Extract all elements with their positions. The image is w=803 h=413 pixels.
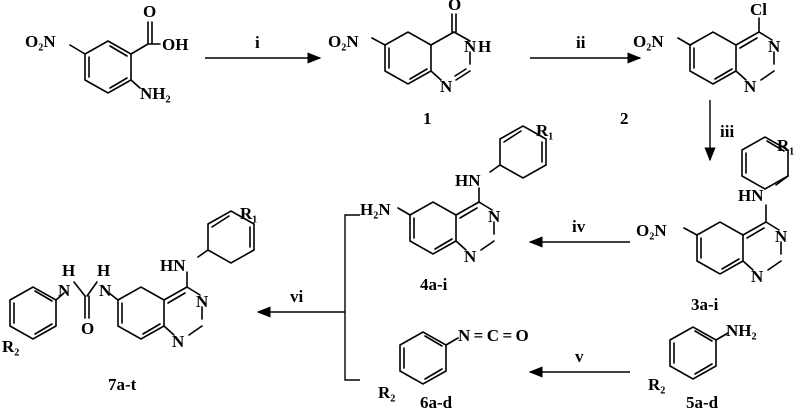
atom-label-R1: R₁ <box>536 121 553 140</box>
structure-compound-3 <box>683 136 789 275</box>
step-label-v: v <box>575 347 584 366</box>
atom-label-N: N <box>196 292 209 311</box>
compound-label-6a-d: 6a-d <box>420 393 453 412</box>
atom-label-N: N <box>172 332 185 351</box>
atom-label-R1: R₁ <box>777 136 794 155</box>
structure-starting-material <box>69 21 161 94</box>
step-label-iv: iv <box>572 217 586 236</box>
atom-label-N: N <box>744 77 757 96</box>
atom-label-OH: OH <box>162 35 188 54</box>
atom-label-H: H <box>62 261 75 280</box>
atom-label-HN: HN <box>455 171 481 190</box>
atom-label-N: N <box>768 37 781 56</box>
structure-compound-4 <box>397 125 547 255</box>
atom-label-O2N: O₂N <box>636 221 667 240</box>
atom-label-N: N <box>58 281 71 300</box>
atom-label-N: N <box>464 247 477 266</box>
atom-label-H: H <box>97 261 110 280</box>
structure-compound-2 <box>677 17 775 85</box>
compound-label-2: 2 <box>620 109 629 128</box>
atom-label-N: N <box>440 77 453 96</box>
atom-label-N: N <box>751 267 764 286</box>
compound-label-7a-t: 7a-t <box>108 375 137 394</box>
atom-label-O: O <box>448 0 461 14</box>
atom-label-Cl: Cl <box>750 0 767 19</box>
atom-label-NH2: NH₂ <box>140 84 171 103</box>
compound-label-5a-d: 5a-d <box>686 393 719 412</box>
atom-label-O2N: O₂N <box>25 32 56 51</box>
atom-label-O2N: O₂N <box>328 32 359 51</box>
atom-label-H: H <box>478 37 491 56</box>
atom-label-O2N: O₂N <box>633 32 664 51</box>
atom-label-R2: R₂ <box>648 375 665 394</box>
step-label-vi: vi <box>290 287 304 306</box>
atom-label-H2N: H₂N <box>360 200 391 219</box>
atom-label-HN: HN <box>160 256 186 275</box>
atom-label-HN: HN <box>738 186 764 205</box>
atom-label-NH2: NH₂ <box>726 321 757 340</box>
compound-label-3a-i: 3a-i <box>691 295 719 314</box>
structure-compound-7 <box>9 210 255 340</box>
atom-label-N: N <box>464 37 477 56</box>
step-label-iii: iii <box>720 122 734 141</box>
compound-label-4a-i: 4a-i <box>420 275 448 294</box>
atom-label-N: N <box>99 281 112 300</box>
compound-label-1: 1 <box>423 109 432 128</box>
atom-label-N: N <box>775 227 788 246</box>
atom-label-O: O <box>81 319 94 338</box>
structure-compound-1 <box>371 13 471 85</box>
atom-label-R2: R₂ <box>2 337 19 356</box>
atom-label-R2: R₂ <box>378 383 395 402</box>
atom-label-O: O <box>143 2 156 21</box>
structure-compound-5 <box>669 326 729 380</box>
structure-compound-6 <box>399 331 459 385</box>
bracket <box>344 214 360 381</box>
step-label-ii: ii <box>576 33 586 52</box>
step-label-i: i <box>255 33 260 52</box>
atom-label-R1: R₁ <box>240 204 257 223</box>
atom-label-N: N <box>488 207 501 226</box>
atom-label-NCO: N = C = O <box>458 326 529 345</box>
